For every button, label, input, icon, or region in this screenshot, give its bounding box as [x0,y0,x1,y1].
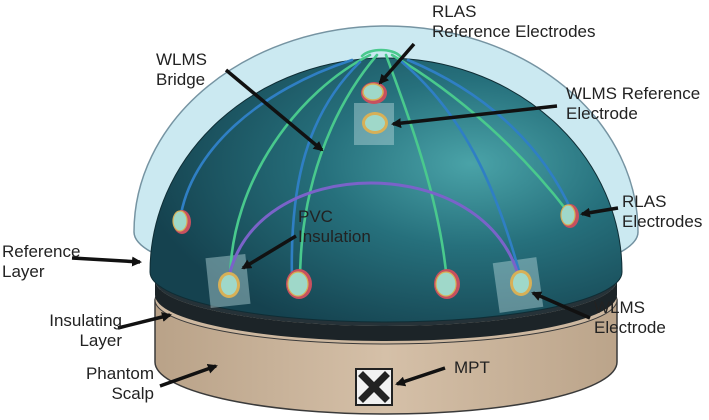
wire-blue-3 [400,60,524,284]
arrow-wlms-reference [391,104,558,129]
label-wlms-reference-electrode: WLMS Reference Electrode [566,84,701,123]
rlas-electrode-front-right [434,269,460,299]
label-wlms-electrode: WLMS Electrode [594,298,666,337]
label-rlas-electrodes: RLAS Electrodes [622,192,703,231]
label-phantom-scalp: Phantom Scalp [85,364,154,403]
wire-blue-2 [290,60,362,284]
label-rlas-reference-electrodes: RLAS Reference Electrodes [432,2,596,41]
mpt-marker [355,368,393,406]
rlas-electrode-front-left [286,269,312,299]
wlms-bridge-wire [226,181,522,284]
arrow-wlms-electrode [531,291,591,320]
wlms-electrode-right [510,270,532,296]
wlms-electrode-left [218,272,240,298]
rlas-electrode-right [560,204,579,228]
wlms-reference-electrode [362,112,388,134]
arrow-rlas-reference [378,42,416,85]
rlas-electrode-left [172,210,191,234]
wire-green-3 [384,53,449,284]
arrow-pvc-insulation [241,234,297,270]
arrow-mpt [395,366,446,387]
label-wlms-bridge: WLMS Bridge [156,50,207,89]
label-insulating-layer: Insulating Layer [49,311,122,350]
wire-green-4 [390,53,570,214]
arrow-wlms-bridge [224,68,324,152]
electrodes [172,82,579,299]
arrow-phantom-scalp [159,363,218,388]
rlas-reference-electrode [361,82,387,104]
wire-blue-1 [178,58,354,222]
arrow-rlas-electrodes [580,206,619,218]
label-mpt: MPT [454,358,490,377]
electrode-wires [178,48,574,284]
wire-green-1 [228,53,372,284]
wire-green-bundle [360,48,402,58]
inner-dome [149,57,623,323]
arrow-reference-layer [71,256,142,267]
wire-blue-4 [406,58,574,214]
label-pvc-insulation: PVC Insulation [298,207,371,246]
label-reference-layer: Reference Layer [2,242,81,281]
arrow-insulating-layer [117,312,172,330]
wire-green-2 [298,53,379,284]
callout-arrows [71,42,619,388]
